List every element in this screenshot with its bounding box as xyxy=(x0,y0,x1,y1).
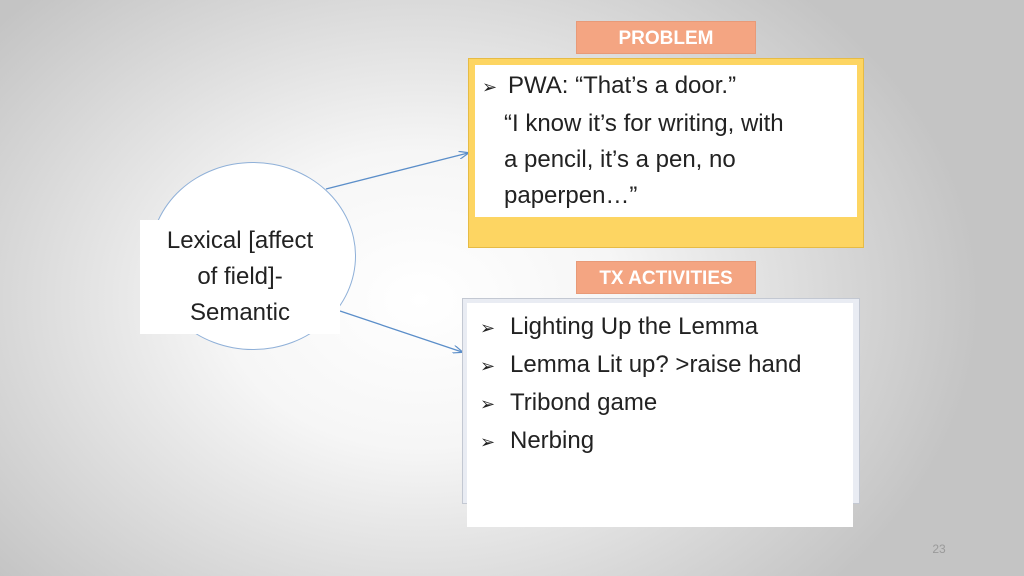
list-item: ➢ Tribond game xyxy=(480,385,850,423)
list-item-text: Nerbing xyxy=(510,427,595,454)
list-item: ➢ Lemma Lit up? >raise hand xyxy=(480,347,850,385)
problem-quote-rest: “I know it’s for writing, with a pencil,… xyxy=(504,110,784,209)
list-item-text: Lemma Lit up? >raise hand xyxy=(510,351,802,378)
arrow-bullet-icon: ➢ xyxy=(480,432,496,453)
arrow-bullet-icon: ➢ xyxy=(480,394,496,415)
list-item-text: Lighting Up the Lemma xyxy=(510,313,759,340)
arrow-bullet-icon: ➢ xyxy=(480,318,496,339)
list-item: ➢ Lighting Up the Lemma xyxy=(480,309,850,347)
list-item: ➢ Nerbing xyxy=(480,423,850,461)
list-item-text: Tribond game xyxy=(510,389,658,416)
tx-activities-label: TX ACTIVITIES xyxy=(576,261,756,294)
tx-activities-text-area xyxy=(467,303,853,527)
problem-first-line: ➢ PWA: “That’s a door.” xyxy=(482,68,854,106)
problem-first-line-text: PWA: “That’s a door.” xyxy=(508,72,737,99)
connector-to-problem xyxy=(325,153,468,190)
arrow-bullet-icon: ➢ xyxy=(482,77,498,98)
problem-text-area xyxy=(475,65,857,217)
center-node-text: Lexical [affect of field]- Semantic xyxy=(140,220,340,334)
connector-to-tx-activities xyxy=(339,310,462,352)
arrow-bullet-icon: ➢ xyxy=(480,356,496,377)
problem-quote: ➢ PWA: “That’s a door.” “I know it’s for… xyxy=(482,68,854,214)
tx-activities-list: ➢ Lighting Up the Lemma ➢ Lemma Lit up? … xyxy=(480,309,850,461)
page-number: 23 xyxy=(932,542,946,556)
problem-label: PROBLEM xyxy=(576,21,756,54)
